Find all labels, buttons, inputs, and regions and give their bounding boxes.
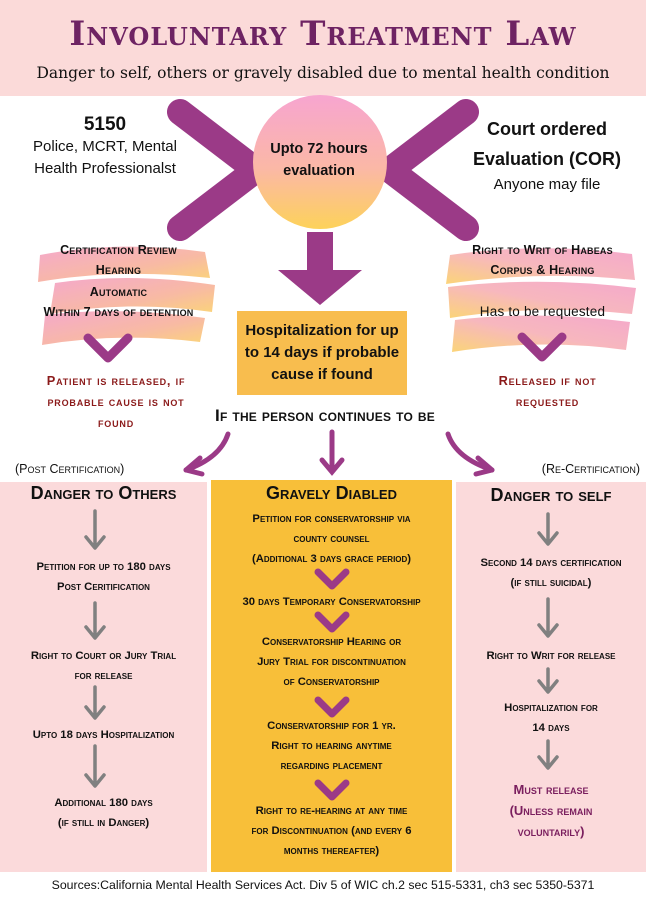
header-band [0, 0, 646, 96]
re-certification-label: (Re-Certification) [541, 462, 640, 476]
list-item: Petition for conservatorship via county … [211, 509, 452, 569]
brush-stroke-right [446, 248, 636, 352]
entry-5150: 5150 Police, MCRT, Mental Health Profess… [10, 114, 200, 180]
hospitalization-line1: Hospitalization for up [245, 322, 399, 339]
habeas-line1: Right to Writ of Habeas [472, 243, 613, 257]
evaluation-circle [253, 95, 387, 229]
cert-review-line2: Hearing [95, 263, 142, 277]
hospitalization-line2: to 14 days if probable [244, 344, 400, 361]
list-item-line: Second 14 days certification [480, 557, 622, 569]
habeas-corpus: Right to Writ of Habeas Corpus & Hearing… [445, 240, 640, 322]
released-right-line1: Released if not [498, 373, 597, 388]
released-right: Released if not requested [460, 370, 635, 412]
list-item: Second 14 days certification (if still s… [456, 553, 646, 593]
list-item-line: Hospitalization for [504, 702, 598, 714]
list-item: Right to Court or Jury Trial for release [0, 646, 207, 686]
list-item-line: voluntarily) [517, 824, 585, 839]
page-title: Involuntary Treatment Law [69, 14, 577, 54]
column-gravely-disabled [211, 480, 452, 872]
branch-arrow-down-icon [319, 429, 345, 476]
list-item-line: 30 days Temporary Conservatorship [242, 596, 421, 608]
list-item-line: Upto 18 days Hospitalization [32, 729, 175, 741]
list-item-line: Post Ceritification [57, 581, 150, 593]
entry-cor-line3: Anyone may file [493, 176, 601, 193]
released-left: Patient is released, if probable cause i… [12, 370, 220, 433]
habeas-line2: Corpus & Hearing [490, 263, 595, 277]
list-item: 30 days Temporary Conservatorship [211, 592, 452, 612]
list-item-line: Conservatorship for 1 yr. [267, 720, 396, 732]
chevron-down-icon [83, 333, 133, 363]
list-item-line: for release [74, 670, 133, 682]
list-item-line: Jury Trial for discontinuation [257, 656, 406, 668]
released-left-line3: found [98, 415, 134, 430]
entry-5150-code: 5150 [83, 114, 127, 135]
list-item-line: (Unless remain [509, 803, 593, 818]
list-item-line: county counsel [293, 533, 370, 545]
entry-5150-line2: Health Professionalst [34, 160, 176, 177]
chevron-down-icon [517, 332, 567, 362]
list-item-line: of Conservatorship [283, 676, 380, 688]
sources-footer: Sources:California Mental Health Service… [51, 878, 595, 892]
list-item: Upto 18 days Hospitalization [0, 725, 207, 745]
list-item-line: Additional 180 days [54, 797, 153, 809]
chevron-down-icon [314, 568, 350, 801]
list-item: Right to re-hearing at any time for Disc… [211, 801, 452, 861]
gravely-disabled-title: Gravely Diabled [266, 483, 397, 503]
evaluation-line1: Upto 72 hours [270, 141, 368, 157]
list-item: Hospitalization for 14 days [456, 698, 646, 738]
list-item-line: Petition for up to 180 days [36, 561, 171, 573]
brush-stroke-left [38, 246, 215, 345]
cert-review-line4: Within 7 days of detention [43, 305, 194, 319]
list-item: Must release (Unless remain voluntarily) [456, 779, 646, 842]
habeas-line3: Has to be requested [479, 304, 606, 319]
entry-cor-line1: Court ordered [486, 119, 607, 139]
list-item-line: Must release [513, 782, 589, 797]
entry-cor-line2: Evaluation (COR) [472, 149, 621, 169]
arrow-down-icon [537, 512, 559, 770]
page-subtitle: Danger to self, others or gravely disabl… [36, 64, 610, 82]
post-certification-label: (Post Certification) [15, 462, 125, 476]
evaluation-line2: evaluation [283, 163, 355, 179]
danger-to-self-title: Danger to self [490, 485, 612, 505]
list-item: Petition for up to 180 days Post Ceritif… [0, 557, 207, 597]
list-item-line: 14 days [532, 722, 570, 734]
column-danger-to-self [456, 482, 646, 872]
list-item-line: Right to Court or Jury Trial [30, 650, 177, 662]
released-right-line2: requested [515, 394, 580, 409]
list-item-line: Right to Writ for release [486, 650, 616, 662]
released-left-line2: probable cause is not [47, 394, 185, 409]
list-item: Conservatorship Hearing or Jury Trial fo… [211, 632, 452, 692]
list-item: Right to Writ for release [456, 646, 646, 666]
list-item: Conservatorship for 1 yr. Right to heari… [211, 716, 452, 776]
entry-5150-line1: Police, MCRT, Mental [33, 138, 177, 155]
list-item-line: Right to re-hearing at any time [255, 805, 408, 817]
list-item-line: regarding placement [280, 760, 383, 772]
list-item-line: for Discontinuation (and every 6 [251, 825, 412, 837]
list-item-line: (if still suicidal) [510, 577, 592, 589]
continues-heading: If the person continues to be [215, 406, 435, 425]
cert-review-line3: Automatic [89, 285, 148, 299]
list-item-line: Petition for conservatorship via [252, 513, 411, 525]
hospitalization-box: Hospitalization for up to 14 days if pro… [237, 311, 407, 395]
list-item-line: (if still in Danger) [57, 817, 150, 829]
hospitalization-line3: cause if found [271, 366, 373, 383]
branch-arrow-right-icon [445, 431, 495, 477]
list-item-line: Right to hearing anytime [271, 740, 392, 752]
branch-arrow-left-icon [183, 431, 231, 477]
list-item: Additional 180 days (if still in Danger) [0, 793, 207, 833]
list-item-line: Conservatorship Hearing or [261, 636, 402, 648]
evaluation-text: Upto 72 hours evaluation [256, 138, 382, 182]
list-item-line: (Additional 3 days grace period) [251, 553, 412, 565]
entry-cor: Court ordered Evaluation (COR) Anyone ma… [452, 114, 642, 196]
column-danger-to-others [0, 482, 207, 872]
chevron-right-icon [377, 99, 479, 241]
arrow-down-icon [278, 232, 362, 305]
danger-to-others-title: Danger to Others [30, 483, 177, 503]
cert-review-line1: Certification Review [60, 243, 177, 257]
released-left-line1: Patient is released, if [46, 373, 186, 388]
arrow-down-icon [84, 509, 106, 788]
certification-review: Certification Review Hearing Automatic W… [26, 240, 211, 322]
list-item-line: months thereafter) [283, 845, 380, 857]
